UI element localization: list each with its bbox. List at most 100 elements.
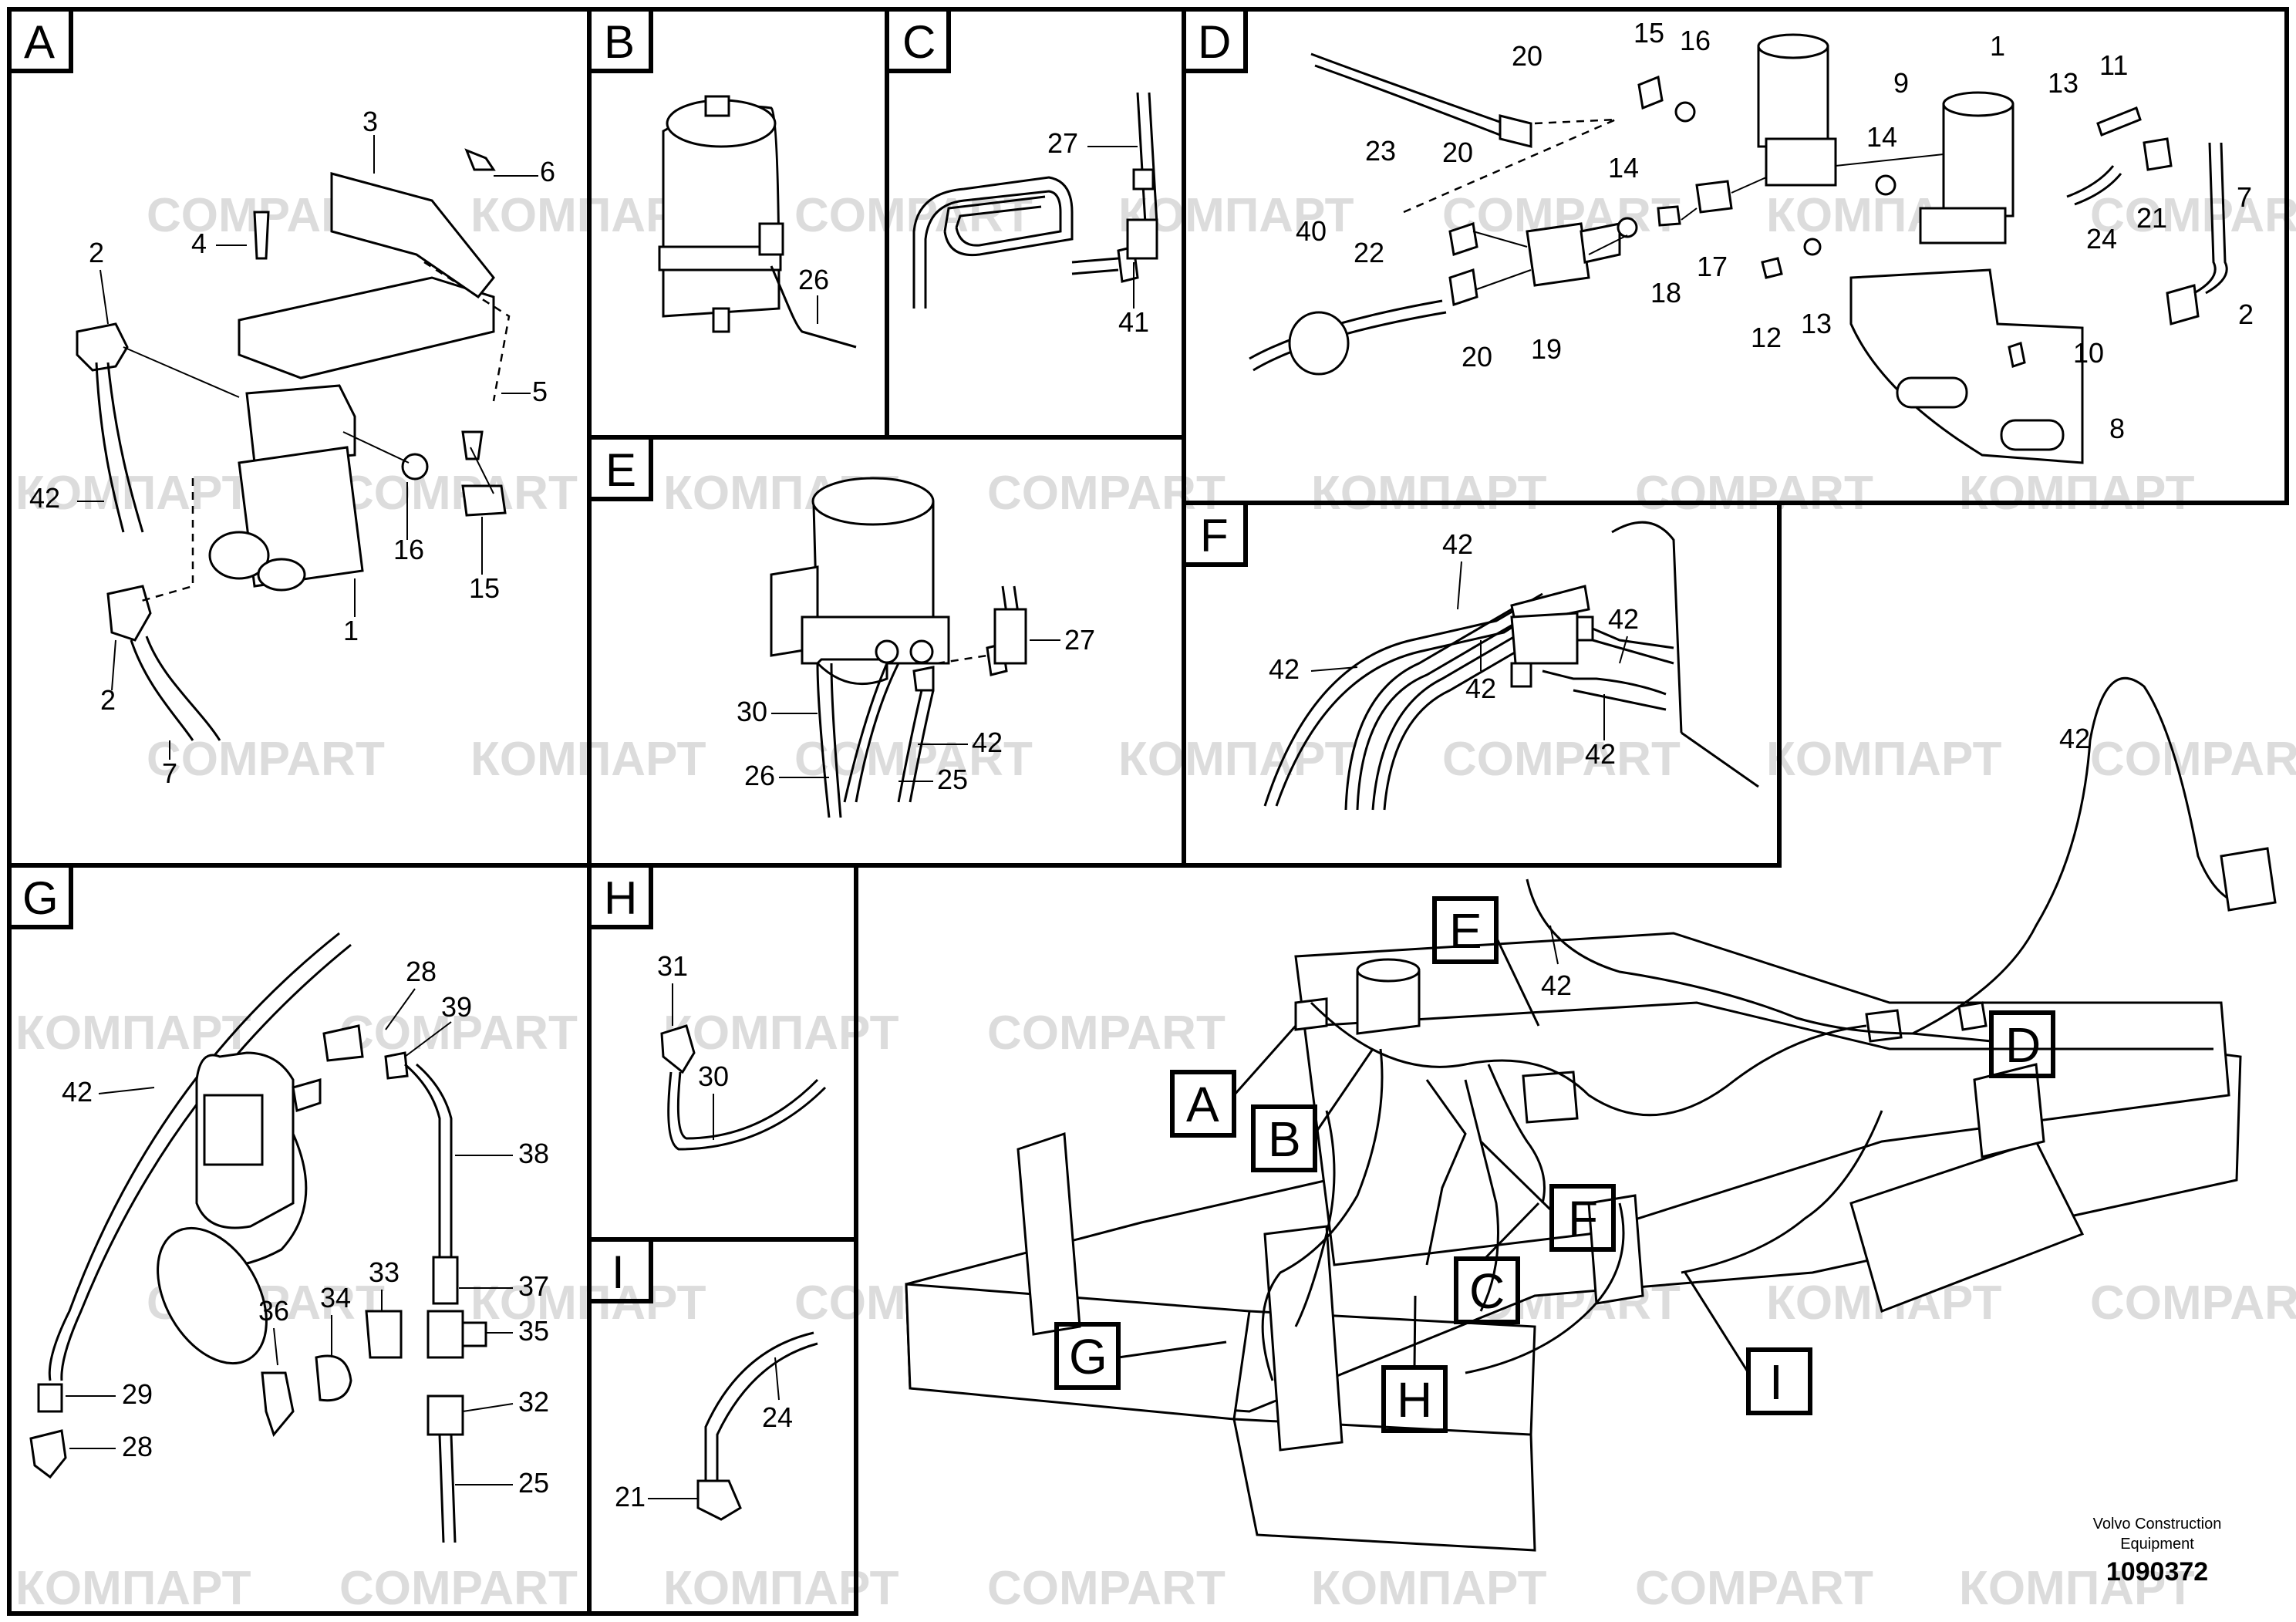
- callout: 20: [1442, 137, 1473, 168]
- callout: 16: [1680, 25, 1711, 56]
- callout: 42: [29, 482, 60, 514]
- callout: 15: [1633, 17, 1664, 49]
- overview-label-h: H: [1397, 1372, 1432, 1428]
- watermark-text: COMPART: [987, 1562, 1226, 1615]
- callout: 32: [518, 1386, 549, 1418]
- callout: 1: [1990, 30, 2005, 62]
- panel-label-c: C: [902, 16, 936, 68]
- overview-label-a: A: [1186, 1077, 1219, 1132]
- panel-e-drawing: [770, 477, 1027, 818]
- callout: 4: [191, 228, 207, 259]
- callout: 39: [441, 991, 472, 1023]
- callout: 26: [798, 264, 829, 295]
- callout: 41: [1118, 306, 1149, 338]
- panel-a-drawing: [76, 148, 511, 741]
- panel-g-drawing: [29, 932, 487, 1543]
- callout: 42: [1541, 969, 1572, 1001]
- callout: 22: [1354, 237, 1384, 268]
- callout: 30: [698, 1061, 729, 1092]
- panel-label-e: E: [605, 444, 636, 496]
- watermark-text: КОМПАРТ: [1311, 1562, 1547, 1615]
- callout: 38: [518, 1138, 549, 1169]
- callout: 5: [532, 376, 548, 407]
- watermark-text: COMPART: [339, 1562, 578, 1615]
- callout: 13: [2048, 67, 2079, 99]
- callout: 36: [258, 1295, 289, 1327]
- watermark-text: COMPART: [2090, 189, 2296, 242]
- callout: 15: [469, 572, 500, 604]
- callout: 18: [1650, 277, 1681, 309]
- callout: 42: [1269, 653, 1300, 685]
- callout: 2: [100, 684, 116, 716]
- callout: 1: [343, 615, 359, 646]
- callout: 16: [393, 534, 424, 565]
- callout: 42: [1442, 528, 1473, 560]
- panel-label-a: A: [24, 16, 55, 68]
- overview-label-e: E: [1449, 903, 1482, 959]
- overview-label-c: C: [1469, 1263, 1505, 1319]
- panel-c-drawing: [912, 92, 1158, 309]
- watermark-text: КОМПАРТ: [1766, 733, 2002, 786]
- callout: 10: [2073, 337, 2104, 369]
- watermark-text: КОМПАРТ: [1959, 1562, 2195, 1615]
- callout: 33: [369, 1256, 400, 1288]
- watermark-text: КОМПАРТ: [663, 1562, 899, 1615]
- callout: 28: [122, 1431, 153, 1462]
- callout: 13: [1801, 308, 1832, 339]
- callout: 27: [1047, 127, 1078, 159]
- watermark-text: КОМПАРТ: [663, 1007, 899, 1060]
- panel-i-drawing: [696, 1331, 818, 1521]
- callout: 42: [1465, 673, 1496, 704]
- callout: 25: [937, 764, 968, 795]
- callout: 2: [2238, 298, 2254, 330]
- watermark-text: COMPART: [1635, 1562, 1873, 1615]
- overview-label-b: B: [1268, 1111, 1301, 1167]
- watermark-text: COMPART: [1442, 733, 1681, 786]
- callout: 19: [1531, 333, 1562, 365]
- callout: 42: [62, 1076, 93, 1108]
- callout: 24: [762, 1401, 793, 1433]
- panel-label-h: H: [604, 872, 637, 924]
- callout: 40: [1296, 215, 1327, 247]
- panel-label-g: G: [22, 872, 59, 924]
- callout: 31: [657, 950, 688, 982]
- callout: 7: [2237, 181, 2252, 213]
- overview-labels: [1054, 896, 2055, 1433]
- watermark-text: COMPART: [339, 467, 578, 520]
- panel-f-drawing: [1263, 521, 1759, 811]
- watermark-text: COMPART: [339, 1007, 578, 1060]
- watermark-text: КОМПАРТ: [1959, 467, 2195, 520]
- callout: 8: [2109, 413, 2125, 444]
- watermark-text: COMPART: [2090, 1276, 2296, 1330]
- callout: 21: [2136, 202, 2167, 234]
- panel-d-drawing: [1249, 33, 2228, 464]
- callout: 42: [1608, 603, 1639, 635]
- callout: 29: [122, 1378, 153, 1410]
- callout: 24: [2086, 223, 2117, 255]
- callout: 3: [362, 106, 378, 137]
- watermark-text: COMPART: [987, 1007, 1226, 1060]
- callout: 30: [737, 696, 767, 727]
- watermark-text: КОМПАРТ: [15, 467, 251, 520]
- callout: 42: [1585, 738, 1616, 770]
- panel-grid: [7, 7, 2289, 1616]
- watermark-text: КОМПАРТ: [1311, 467, 1547, 520]
- callout: 20: [1462, 341, 1492, 373]
- callout: 27: [1064, 624, 1095, 656]
- panel-a-callouts: 3 6 4 2 5 42 16 15 1 2 7: [29, 106, 555, 789]
- machine-overview: [905, 677, 2277, 1552]
- watermark-text: COMPART: [1635, 467, 1873, 520]
- callout: 42: [2059, 723, 2090, 754]
- overview-label-g: G: [1069, 1329, 1108, 1384]
- callout: 14: [1866, 121, 1897, 153]
- overview-label-d: D: [2005, 1017, 2041, 1073]
- footer-part-number: 1090372: [2106, 1557, 2209, 1587]
- callout: 25: [518, 1467, 549, 1499]
- overview-label-i: I: [1769, 1354, 1783, 1410]
- panel-label-d: D: [1198, 16, 1231, 68]
- panel-d-callouts: 20 15 16 9 1 13 11 23 20 14 14 21 7 40 2…: [1296, 17, 2254, 444]
- panel-h-drawing: [660, 1024, 827, 1151]
- panel-b-drawing: [658, 95, 857, 349]
- watermark-text: КОМПАРТ: [15, 1007, 251, 1060]
